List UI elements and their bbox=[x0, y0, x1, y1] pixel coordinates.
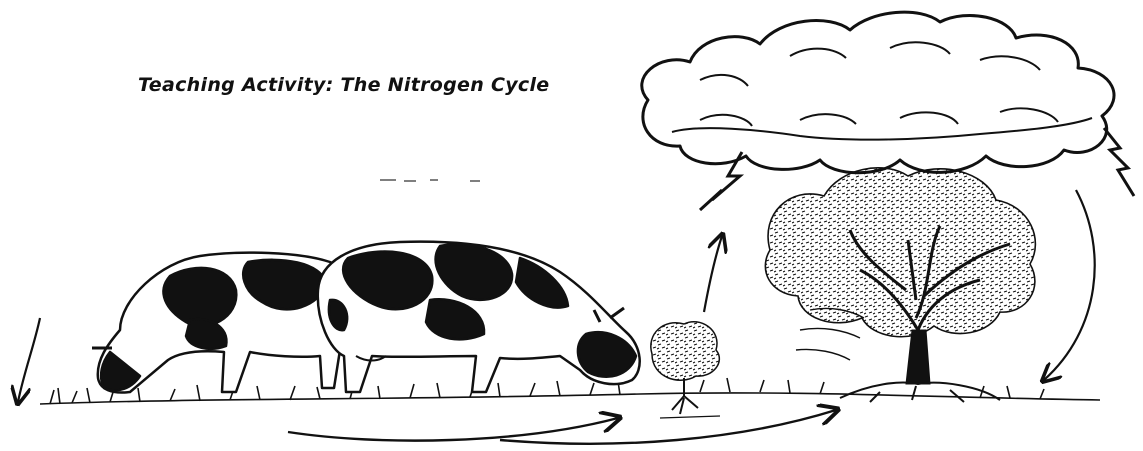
small-shrub bbox=[651, 322, 720, 418]
arrow-down-left bbox=[18, 318, 40, 402]
storm-cloud bbox=[642, 12, 1114, 173]
tree bbox=[765, 168, 1035, 402]
arrow-up-from-shrub bbox=[704, 236, 722, 312]
lightning-bolt-right bbox=[1104, 128, 1134, 196]
arrow-ground-to-shrub bbox=[288, 418, 618, 441]
arrow-cloud-down-right bbox=[1044, 190, 1095, 380]
cow-back bbox=[92, 253, 347, 393]
cow-front bbox=[318, 242, 640, 392]
arrow-ground-to-tree bbox=[500, 410, 836, 444]
grass-ground bbox=[40, 378, 1100, 404]
